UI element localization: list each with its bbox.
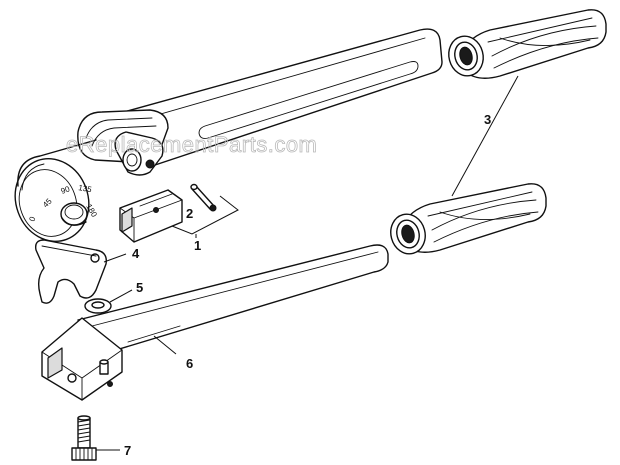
grip-lower-flute-1 [427, 191, 533, 217]
dial-mark-90: 90 [60, 184, 72, 196]
latch-part [34, 239, 127, 304]
lower-block-stud-top [99, 359, 109, 365]
latch-top-edge [41, 245, 97, 257]
grip-upper-flute-4 [499, 37, 591, 46]
callout-3: 3 [484, 112, 491, 127]
watermark-text: eReplacementParts.com [66, 132, 317, 157]
bolt-tip [77, 415, 91, 421]
handle-grip-lower [390, 183, 547, 255]
lower-handle-block [41, 317, 123, 401]
grip-upper-flute-2 [491, 25, 597, 57]
upper-handle-slot [198, 61, 419, 139]
lower-handle-edge [91, 251, 379, 327]
dial-mark-135: 135 [78, 183, 93, 194]
grip-upper-body [461, 9, 607, 79]
callout-1-2-bracket [171, 195, 239, 235]
lower-handle-rib [127, 325, 181, 343]
grip-upper-end-ring [454, 41, 478, 71]
callout-4-leader [103, 253, 127, 263]
shoe-block-hole [153, 207, 159, 213]
wheel-rim [21, 163, 45, 191]
wheel-center-knob-base [61, 217, 87, 226]
washer-hole [91, 301, 105, 309]
lower-block-groove [47, 347, 63, 379]
forming-wheel-groove [18, 169, 78, 237]
shoe-block-groove [121, 207, 133, 233]
grip-lower-bore [401, 224, 415, 244]
shoe-block [119, 189, 183, 243]
pivot-set-screw [145, 159, 155, 169]
callout-6-leader [153, 335, 177, 355]
callout-7: 7 [124, 443, 131, 458]
dial-mark-0: 0 [27, 215, 37, 223]
grip-upper-bore [459, 46, 473, 66]
callout-3-leader [451, 75, 519, 197]
upper-lever-assembly: 0 45 90 135 180 [14, 28, 443, 243]
pivot-pin-head [122, 148, 142, 172]
shoe-block-group [119, 183, 239, 243]
grip-upper-flute-1 [487, 17, 593, 43]
bolt-knurl [75, 447, 93, 461]
pivot-pin-inner [126, 153, 138, 167]
callout-6: 6 [186, 356, 193, 371]
callout-5: 5 [136, 280, 143, 295]
handle-grip-upper [448, 9, 607, 79]
grip-upper-flute-3 [493, 37, 599, 69]
grip-lower-end-ring [396, 219, 420, 249]
shoe-pin-head [190, 183, 198, 191]
wheel-top-edge [17, 139, 97, 187]
washer-body [84, 298, 112, 314]
latch-body [34, 239, 107, 304]
shoe-block-ridge [139, 193, 173, 207]
grip-lower-flute-3 [433, 211, 539, 243]
lower-handle-assembly [41, 244, 389, 401]
grip-lower-flute-2 [431, 199, 537, 231]
callout-2: 2 [186, 206, 193, 221]
wheel-center-knob-top [64, 204, 84, 220]
callout-5-leader [109, 289, 133, 303]
washer-part [84, 289, 133, 314]
upper-handle-edge [111, 37, 426, 129]
hinge-plate-edge-2 [91, 125, 157, 147]
bolt-thread [77, 419, 91, 443]
callout-1: 1 [194, 238, 201, 253]
grip-lower-body [401, 183, 547, 253]
grip-lower-flute-4 [439, 211, 531, 220]
lower-block-hole [67, 373, 77, 383]
hinge-plate-edge-1 [85, 117, 153, 139]
bolt-part [71, 415, 120, 461]
upper-handle-bar [94, 28, 443, 171]
callout-4: 4 [132, 246, 140, 261]
shoe-pin-tip [209, 204, 217, 212]
lower-block-screw [107, 381, 113, 387]
latch-hole [90, 253, 100, 263]
